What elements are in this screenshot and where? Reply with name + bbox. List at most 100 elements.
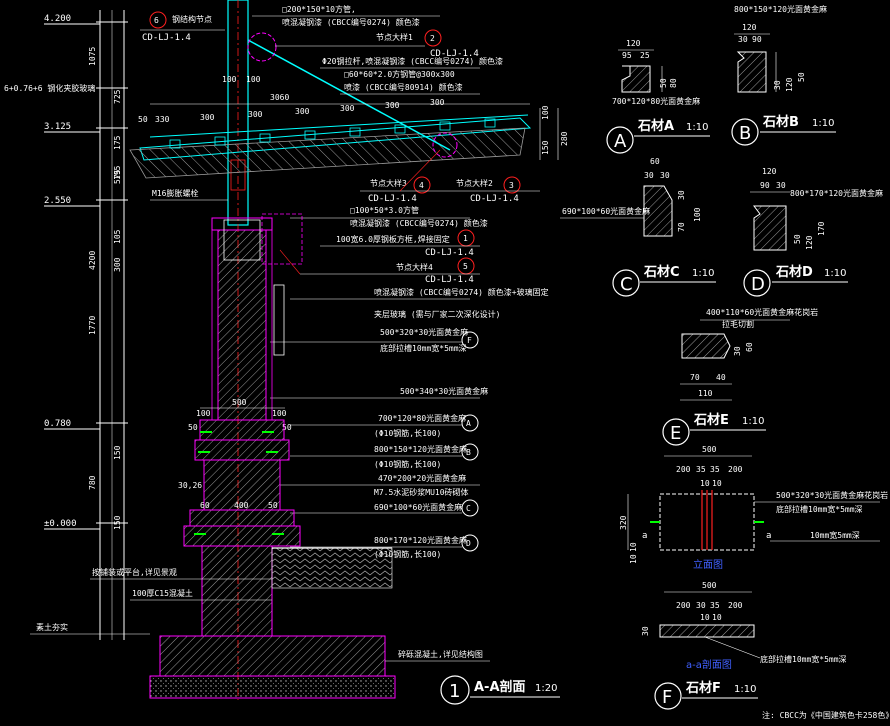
stone-b-letter: B xyxy=(739,123,751,144)
svg-text:800*150*120光面黄金麻: 800*150*120光面黄金麻 xyxy=(734,4,827,14)
svg-text:50: 50 xyxy=(268,501,278,510)
svg-text:2: 2 xyxy=(430,34,435,43)
svg-text:10: 10 xyxy=(712,479,722,488)
svg-text:底部拉槽10mm宽*5mm深: 底部拉槽10mm宽*5mm深 xyxy=(380,343,467,353)
svg-text:CD-LJ-1.4: CD-LJ-1.4 xyxy=(430,49,479,59)
svg-text:4: 4 xyxy=(419,181,424,190)
svg-text:35: 35 xyxy=(696,465,706,474)
svg-text:节点大样4: 节点大样4 xyxy=(396,262,433,272)
svg-text:a: a xyxy=(766,531,771,541)
glass-clamp xyxy=(273,284,285,356)
svg-text:Φ20钢拉杆,喷混凝钢漆 (CBCC编号0274) 颜色漆: Φ20钢拉杆,喷混凝钢漆 (CBCC编号0274) 颜色漆 xyxy=(322,56,503,66)
gravel-note: 碎砾混凝土,详见结构图 xyxy=(398,649,483,659)
svg-text:280: 280 xyxy=(560,131,569,146)
svg-text:690*100*60光面黄金麻: 690*100*60光面黄金麻 xyxy=(374,502,462,512)
svg-text:105: 105 xyxy=(113,229,122,244)
svg-text:500*320*30光面黄金麻: 500*320*30光面黄金麻 xyxy=(380,327,468,337)
svg-text:90: 90 xyxy=(752,35,762,44)
stone-f-elevation: 500 200 35 35 200 10 10 a a 320 10 10 50… xyxy=(619,445,888,571)
tie-rod xyxy=(247,39,451,151)
svg-text:4200: 4200 xyxy=(88,251,97,270)
svg-text:500*320*30光面黄金麻花岗岩: 500*320*30光面黄金麻花岗岩 xyxy=(776,490,888,500)
svg-text:300: 300 xyxy=(248,110,263,119)
stone-d-title: 石材D xyxy=(775,264,813,280)
svg-text:35: 35 xyxy=(710,465,720,474)
svg-text:80: 80 xyxy=(669,78,678,88)
elevation-view-title: 立面图 xyxy=(693,558,723,571)
canopy-underside xyxy=(129,127,526,179)
svg-text:120: 120 xyxy=(762,167,777,176)
svg-text:120: 120 xyxy=(626,39,641,48)
svg-text:150: 150 xyxy=(113,515,122,530)
section-number: 1 xyxy=(449,681,460,702)
section-view-title: a-a剖面图 xyxy=(686,658,732,671)
svg-text:底部拉槽10mm宽*5mm深: 底部拉槽10mm宽*5mm深 xyxy=(776,504,863,514)
svg-text:3: 3 xyxy=(509,181,514,190)
svg-text:喷混凝钢漆 (CBCC编号0274) 颜色漆: 喷混凝钢漆 (CBCC编号0274) 颜色漆 xyxy=(282,17,420,27)
svg-text:35: 35 xyxy=(710,601,720,610)
svg-text:200: 200 xyxy=(676,601,691,610)
svg-text:(Φ10钢筋,长100): (Φ10钢筋,长100) xyxy=(374,459,441,469)
svg-text:30: 30 xyxy=(776,181,786,190)
elevation-2550: 2.550 xyxy=(44,196,71,206)
svg-text:节点大样3: 节点大样3 xyxy=(370,178,407,188)
svg-text:夹层玻璃 (需与厂家二次深化设计): 夹层玻璃 (需与厂家二次深化设计) xyxy=(374,309,500,319)
svg-text:10: 10 xyxy=(629,554,638,564)
svg-text:575: 575 xyxy=(113,169,122,184)
svg-text:175: 175 xyxy=(113,135,122,150)
svg-text:10mm宽5mm深: 10mm宽5mm深 xyxy=(810,530,860,540)
svg-text:330: 330 xyxy=(155,115,170,124)
svg-text:1075: 1075 xyxy=(88,47,97,66)
svg-text:400: 400 xyxy=(234,501,249,510)
svg-text:a: a xyxy=(642,531,647,541)
svg-text:700*120*80光面黄金麻: 700*120*80光面黄金麻 xyxy=(378,413,466,423)
svg-text:30: 30 xyxy=(677,190,686,200)
svg-text:1:10: 1:10 xyxy=(692,268,714,279)
svg-text:10: 10 xyxy=(629,542,638,552)
stone-f-title-block: F 石材F 1:10 xyxy=(654,680,758,710)
svg-text:780: 780 xyxy=(88,475,97,490)
stone-f-section xyxy=(659,624,755,638)
svg-text:300: 300 xyxy=(295,107,310,116)
mid-callouts: 4 节点大样3 CD-LJ-1.4 3 节点大样2 CD-LJ-1.4 □100… xyxy=(270,149,549,559)
svg-text:节点大样2: 节点大样2 xyxy=(456,178,493,188)
svg-text:CD-LJ-1.4: CD-LJ-1.4 xyxy=(470,194,519,204)
svg-text:120: 120 xyxy=(742,23,757,32)
section-scale: 1:20 xyxy=(535,683,557,694)
svg-text:70: 70 xyxy=(690,373,700,382)
svg-text:800*150*120光面黄金麻: 800*150*120光面黄金麻 xyxy=(374,444,467,454)
svg-text:100: 100 xyxy=(246,75,261,84)
svg-text:10: 10 xyxy=(700,479,710,488)
svg-text:690*100*60光面黄金麻: 690*100*60光面黄金麻 xyxy=(562,206,650,216)
svg-text:60: 60 xyxy=(200,501,210,510)
svg-text:95: 95 xyxy=(622,51,632,60)
svg-text:50: 50 xyxy=(797,72,806,82)
stone-b-course xyxy=(194,439,290,461)
stone-b-title: 石材B xyxy=(762,114,799,130)
svg-text:195: 195 xyxy=(113,165,122,180)
svg-text:100: 100 xyxy=(222,75,237,84)
paving-layer xyxy=(271,547,393,589)
svg-text:□100*50*3.0方管: □100*50*3.0方管 xyxy=(350,205,419,215)
svg-text:6: 6 xyxy=(154,16,159,25)
svg-text:170: 170 xyxy=(817,221,826,236)
elevation-0780: 0.780 xyxy=(44,419,71,429)
svg-text:300: 300 xyxy=(385,101,400,110)
stone-e-letter: E xyxy=(670,423,681,444)
svg-text:钢结构节点: 钢结构节点 xyxy=(172,14,212,24)
svg-text:725: 725 xyxy=(113,89,122,104)
svg-text:500: 500 xyxy=(232,398,247,407)
soil-note: 素土夯实 xyxy=(36,622,68,632)
svg-text:1:10: 1:10 xyxy=(686,122,708,133)
stone-f-title: 石材F xyxy=(685,680,721,696)
svg-text:500*340*30光面黄金麻: 500*340*30光面黄金麻 xyxy=(400,386,488,396)
svg-text:A: A xyxy=(466,419,471,428)
pier-column xyxy=(217,229,267,421)
stone-a-course xyxy=(199,419,285,441)
svg-text:300: 300 xyxy=(113,257,122,272)
svg-text:50: 50 xyxy=(138,115,148,124)
svg-text:100: 100 xyxy=(196,409,211,418)
svg-text:1:10: 1:10 xyxy=(812,118,834,129)
section-title: A-A剖面 xyxy=(474,679,526,695)
